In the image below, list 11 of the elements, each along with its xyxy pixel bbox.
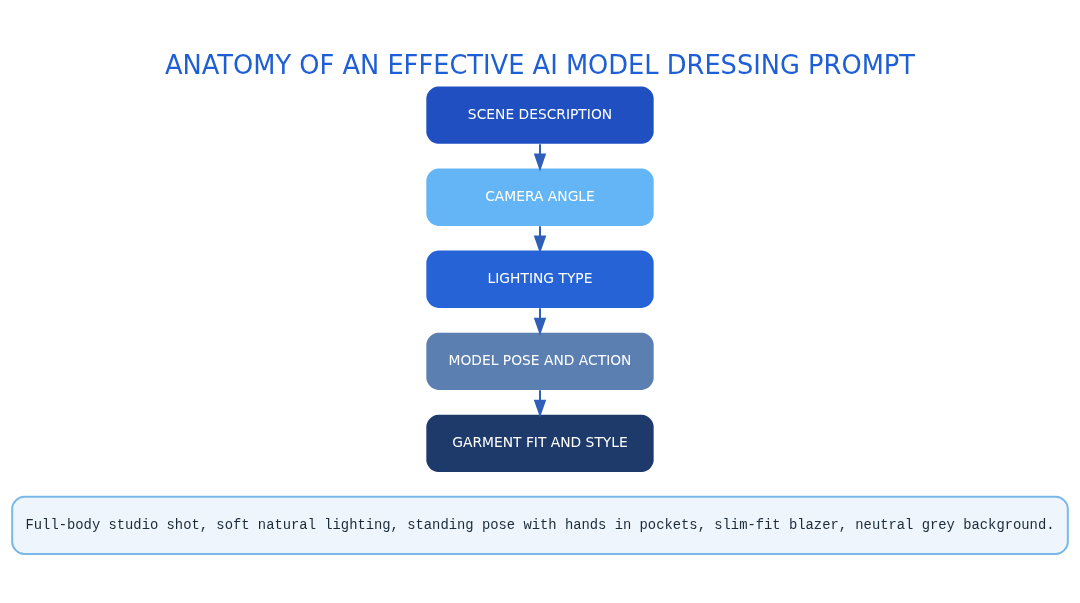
arrow [533, 142, 547, 171]
arrow [533, 224, 547, 253]
node-box: LIGHTING TYPE [426, 250, 654, 308]
arrow [533, 388, 547, 417]
arrow [533, 306, 547, 335]
node-box: GARMENT FIT AND STYLE [426, 414, 654, 472]
node-box: MODEL POSE AND ACTION [426, 332, 654, 390]
diagram-title: ANATOMY OF AN EFFECTIVE AI MODEL DRESSING PROMPT [164, 49, 916, 80]
node-box: SCENE DESCRIPTION [426, 86, 654, 144]
node-box: Full-body studio shot, soft natural lighting, standing pose with hands in pockets, slim-fit blazer, neutral grey background. [11, 495, 1069, 555]
node-box: CAMERA ANGLE [426, 168, 654, 226]
